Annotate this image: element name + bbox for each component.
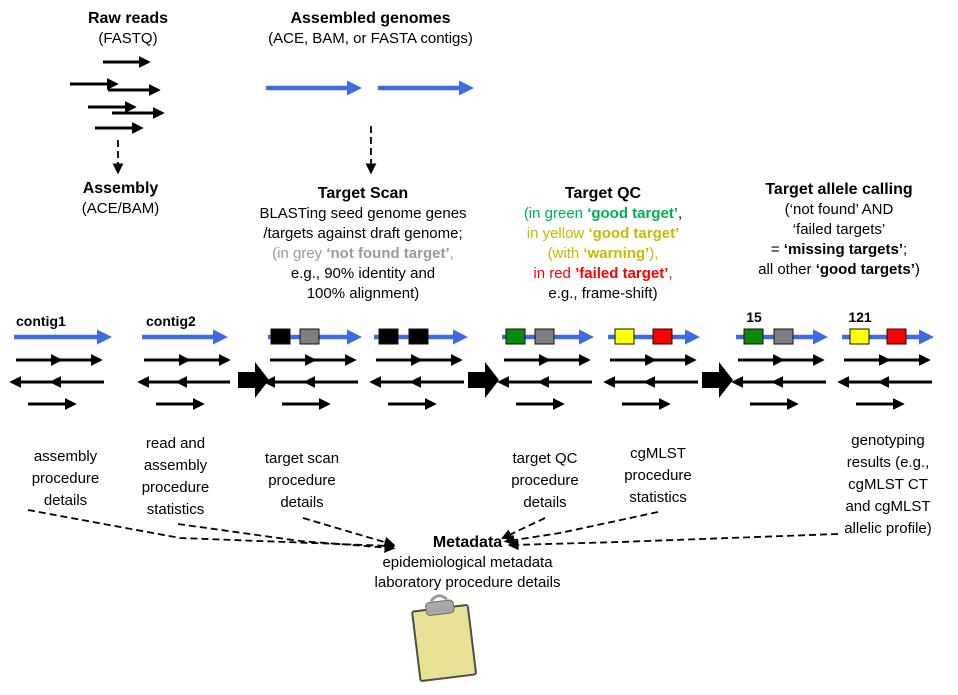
label-line: assembly (143, 457, 208, 474)
target-scan-line: e.g., 90% identity and (290, 265, 436, 282)
assembly-details-label: assembly procedure details (8, 446, 123, 512)
targetqc-contig-a (497, 328, 595, 410)
stage-transition-arrow (468, 362, 499, 398)
target-scan-line: 100% alignment) (306, 285, 420, 302)
target-allele-line: = ‘missing targets’; (770, 241, 908, 258)
metadata-link-targetscan-details (302, 517, 396, 548)
label-line: procedure (268, 472, 336, 489)
raw-reads-label: Raw reads (FASTQ) (53, 8, 203, 49)
target-scan-title: Target Scan (317, 185, 409, 202)
clipboard-clip (425, 599, 455, 616)
metadata-link-assembly-details (27, 509, 396, 552)
label-line: and cgMLST (845, 498, 931, 515)
target-allele-calling-description: Target allele calling (‘not found’ AND ‘… (728, 180, 950, 280)
assembly-title: Assembly (82, 180, 159, 197)
targetscan-contig-b (369, 328, 469, 410)
assembly-subtitle: (ACE/BAM) (81, 200, 160, 217)
target-qc-line: (with ‘warning’), (547, 245, 659, 262)
target-qc-line: (in green ‘good target’, (523, 205, 683, 222)
target-qc-line: in red ’failed target’, (533, 265, 673, 282)
stage-transition-arrow (238, 362, 269, 398)
target-box-grey (299, 328, 320, 345)
label-line: genotyping (851, 432, 925, 449)
label-line: target QC (512, 450, 578, 467)
target-scan-line: (in grey ‘not found target’, (272, 245, 454, 262)
allele-contig-a (731, 328, 829, 410)
cgmlst-stats-label: cgMLST procedure statistics (598, 443, 718, 509)
label-line: details (523, 494, 567, 511)
target-allele-line: ‘failed targets’ (792, 221, 886, 238)
clipboard-board (411, 604, 477, 682)
target-box-red (652, 328, 673, 345)
label-line: target scan (264, 450, 340, 467)
label-line: procedure (511, 472, 579, 489)
metadata-link-read-stats (177, 523, 396, 553)
target-scan-description: Target Scan BLASTing seed genome genes /… (238, 184, 488, 304)
metadata-label: Metadata epidemiological metadata labora… (320, 532, 615, 593)
metadata-link-targetqc-details (501, 517, 546, 540)
metadata-title: Metadata (432, 534, 503, 551)
label-line: assembly (33, 448, 98, 465)
target-box-black (378, 328, 399, 345)
target-qc-line: in yellow ‘good target’ (526, 225, 680, 242)
target-allele-line: (‘not found’ AND (784, 201, 894, 218)
label-line: procedure (31, 470, 100, 487)
allele-121-label: 121 (848, 309, 872, 325)
target-box-yellow (849, 328, 870, 345)
metadata-line: laboratory procedure details (374, 574, 561, 591)
targetscan-contig-a (263, 328, 363, 410)
contig1-group (9, 329, 113, 410)
targetqc-contig-b (603, 328, 701, 410)
label-line: results (e.g., (846, 454, 930, 471)
assembled-genomes-label: Assembled genomes (ACE, BAM, or FASTA co… (228, 8, 513, 49)
assembled-genomes-title: Assembled genomes (290, 10, 451, 27)
label-line: procedure (624, 467, 692, 484)
target-qc-description: Target QC (in green ‘good target’, in ye… (492, 184, 714, 304)
contig2-label: contig2 (146, 313, 196, 329)
target-box-yellow (614, 328, 635, 345)
genotyping-results-label: genotyping results (e.g., cgMLST CT and … (818, 430, 958, 540)
target-box-green (743, 328, 764, 345)
label-line: details (280, 494, 324, 511)
target-box-green (505, 328, 526, 345)
metadata-link-genotyping (507, 533, 839, 551)
target-allele-calling-title: Target allele calling (765, 181, 913, 198)
label-line: details (43, 492, 88, 509)
target-scan-line: BLASTing seed genome genes (259, 205, 467, 222)
target-box-black (270, 328, 291, 345)
target-scan-details-label: target scan procedure details (242, 448, 362, 514)
target-qc-details-label: target QC procedure details (485, 448, 605, 514)
metadata-line: epidemiological metadata (382, 554, 553, 571)
label-line: statistics (629, 489, 687, 506)
target-allele-line: all other ‘good targets’) (758, 261, 920, 278)
raw-reads-subtitle: (FASTQ) (98, 30, 158, 47)
target-qc-line: e.g., frame-shift) (548, 285, 658, 302)
raw-reads-title: Raw reads (87, 10, 169, 27)
label-line: cgMLST (630, 445, 686, 462)
label-line: cgMLST CT (848, 476, 928, 493)
target-box-grey (534, 328, 555, 345)
read-assembly-stats-label: read and assembly procedure statistics (118, 433, 233, 521)
target-scan-line: /targets against draft genome; (263, 225, 463, 242)
label-line: read and (145, 435, 206, 452)
assembled-genomes-subtitle: (ACE, BAM, or FASTA contigs) (268, 30, 473, 47)
raw-reads-cluster (70, 56, 165, 134)
metadata-link-cgmlst-stats (503, 511, 659, 546)
label-line: statistics (146, 501, 205, 518)
contig2-group (137, 329, 231, 410)
target-box-red (886, 328, 907, 345)
clipboard-clip-handle (429, 594, 448, 603)
target-qc-title: Target QC (564, 185, 642, 202)
target-box-grey (773, 328, 794, 345)
label-line: allelic profile) (844, 520, 932, 537)
clipboard-icon (411, 594, 477, 682)
target-box-black (408, 328, 429, 345)
stage-transition-arrow (702, 362, 733, 398)
assembly-label: Assembly (ACE/BAM) (48, 178, 193, 219)
allele-contig-b (837, 328, 935, 410)
contig1-label: contig1 (16, 313, 66, 329)
label-line: procedure (141, 479, 210, 496)
allele-15-label: 15 (746, 309, 762, 325)
